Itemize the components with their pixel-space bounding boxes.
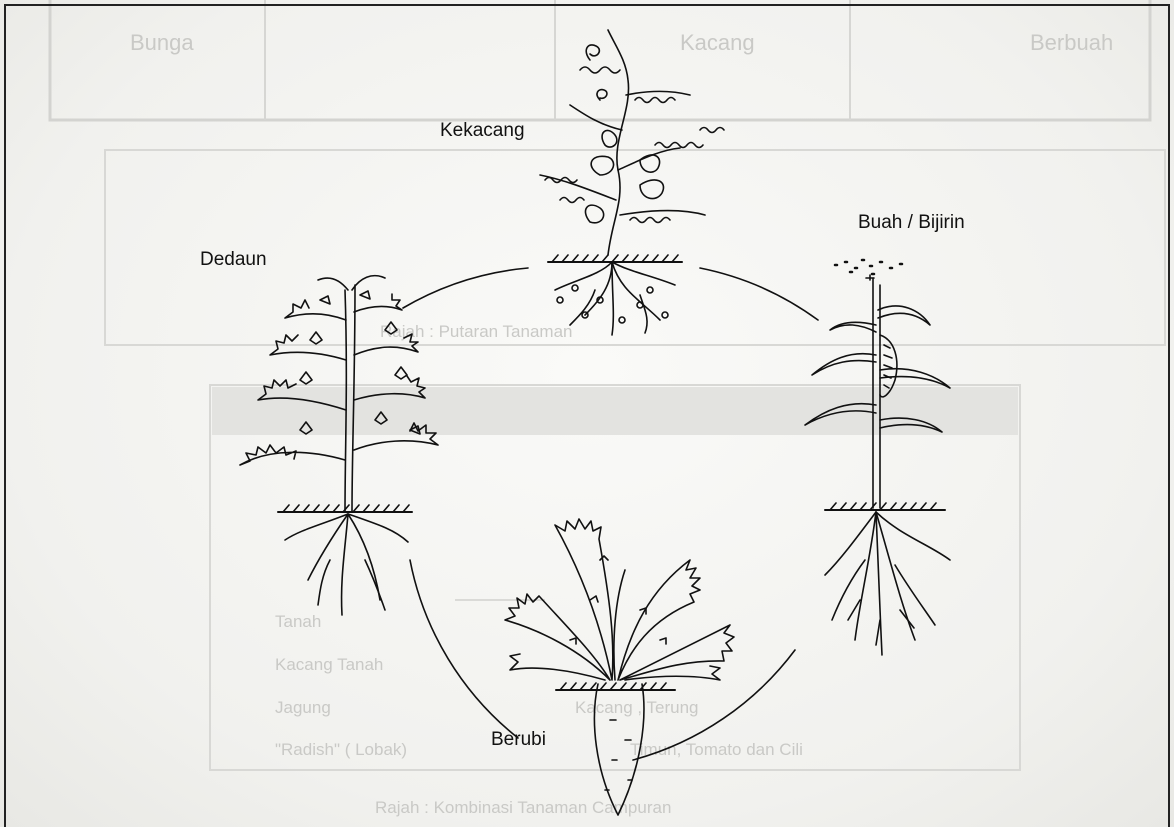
root-crop-illustration: [505, 519, 734, 815]
leafy-plant-illustration: [240, 276, 438, 615]
legume-plant-illustration: [540, 30, 724, 335]
label-root-crop: Berubi: [491, 729, 546, 751]
rotation-circle: [403, 268, 818, 760]
label-fruit-cereal: Buah / Bijirin: [858, 212, 965, 234]
label-leafy: Dedaun: [200, 249, 267, 271]
cereal-plant-illustration: [805, 260, 950, 655]
label-legumes: Kekacang: [440, 120, 525, 142]
